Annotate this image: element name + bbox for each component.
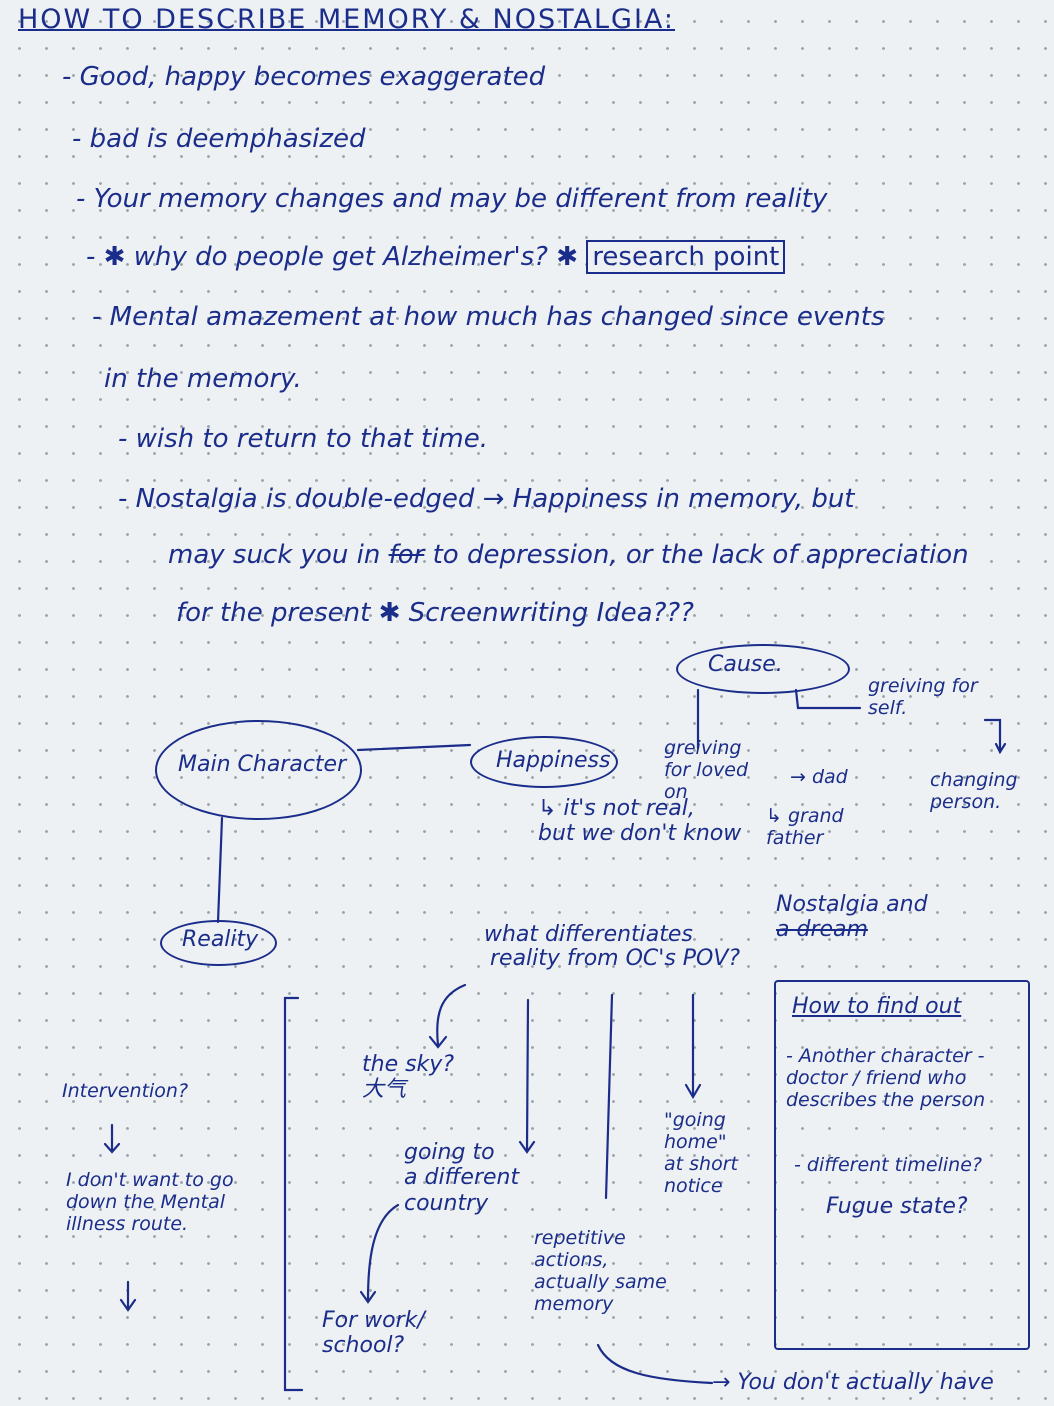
- note-screenwriting: for the present ✱ Screenwriting Idea???: [176, 598, 694, 628]
- note-in-memory: in the memory.: [104, 364, 302, 394]
- going-country-note: going to a different country: [404, 1140, 520, 1216]
- question-post: reality from OC's POV?: [490, 946, 741, 971]
- dad-note: → dad: [790, 766, 848, 788]
- note-depression: may suck you in for to depression, or th…: [168, 540, 969, 570]
- for-work-note: For work/ school?: [322, 1308, 425, 1359]
- question-pre: what differentiates: [484, 922, 693, 947]
- note-wish-return: - wish to return to that time.: [118, 424, 489, 454]
- happiness-oval: [470, 736, 618, 788]
- different-timeline-note: - different timeline?: [794, 1154, 982, 1176]
- reality-oval: [160, 920, 277, 966]
- repetitive-note: repetitive actions, actually same memory: [534, 1227, 667, 1315]
- intervention-note: Intervention?: [62, 1080, 189, 1102]
- mental-illness-note: I don't want to go down the Mental illne…: [66, 1169, 234, 1235]
- note-depression-post: to depression, or the lack of appreciati…: [432, 540, 969, 570]
- changing-person-note: changing person.: [930, 769, 1018, 813]
- fugue-state-note: Fugue state?: [826, 1194, 968, 1219]
- grieving-loved-note: greiving for loved on: [664, 737, 749, 803]
- going-home-note: "going home" at short notice: [664, 1109, 738, 1197]
- main-character-oval: [155, 720, 362, 820]
- question-nostalgia-text: Nostalgia and: [776, 892, 928, 917]
- another-character-note: - Another character - doctor / friend wh…: [786, 1045, 986, 1111]
- note-alzheimers: - ✱ why do people get Alzheimer's? ✱ res…: [86, 240, 786, 274]
- cause-oval: [676, 644, 850, 694]
- note-double-edged: - Nostalgia is double-edged → Happiness …: [118, 484, 855, 514]
- note-depression-pre: may suck you in: [168, 540, 381, 570]
- happiness-label: Happiness: [496, 748, 611, 773]
- question-nostalgia: Nostalgia and a dream: [776, 892, 928, 942]
- cause-label: Cause.: [708, 652, 783, 677]
- grandfather-note: ↳ grand father: [766, 805, 844, 849]
- note-deemphasized: - bad is deemphasized: [72, 124, 366, 154]
- reality-label: Reality: [182, 927, 259, 952]
- research-point-box: research point: [586, 240, 786, 274]
- sky-note: the sky? 大气: [362, 1052, 454, 1103]
- note-memory-changes: - Your memory changes and may be differe…: [76, 184, 828, 214]
- note-alzheimers-text: - ✱ why do people get Alzheimer's? ✱: [86, 242, 579, 272]
- note-exaggerated: - Good, happy becomes exaggerated: [62, 62, 546, 92]
- not-real-note: ↳ it's not real, but we don't know: [538, 796, 742, 847]
- page-title: HOW TO DESCRIBE MEMORY & NOSTALGIA:: [18, 4, 676, 35]
- question-struck: a dream: [776, 917, 868, 942]
- not-actually-note: → You don't actually have: [712, 1370, 994, 1395]
- how-to-find-out-box: [774, 980, 1030, 1350]
- how-to-find-out-heading: How to find out: [792, 994, 962, 1019]
- main-character-label: Main Character: [178, 752, 347, 777]
- note-depression-struck: for: [388, 540, 425, 570]
- note-amazement: - Mental amazement at how much has chang…: [92, 302, 885, 332]
- grieving-self-note: greiving for self.: [868, 675, 978, 719]
